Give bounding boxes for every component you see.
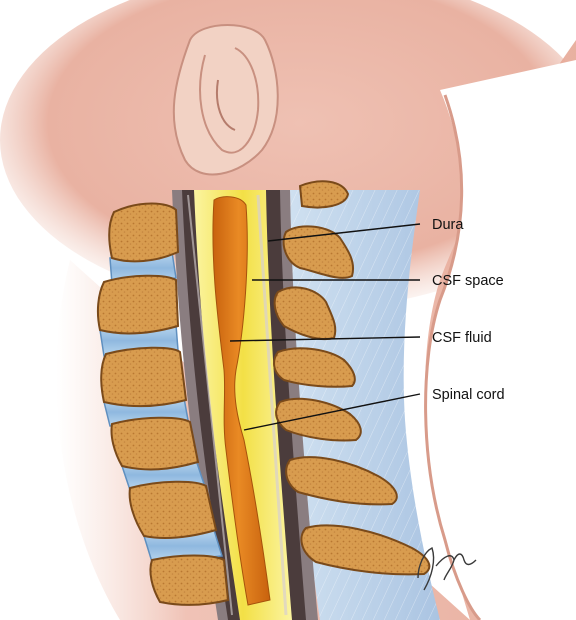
spinous-process (300, 524, 431, 576)
vertebral-column (96, 202, 230, 606)
labels: Dura CSF space CSF fluid Spinal cord (432, 217, 505, 403)
label-csf-space: CSF space (432, 273, 504, 289)
leader-line-spinal-cord (243, 393, 421, 431)
vertebral-body (110, 416, 200, 471)
spinous-process (282, 225, 354, 279)
label-spinal-cord: Spinal cord (432, 387, 505, 403)
spinous-process (285, 456, 398, 506)
label-leaders (229, 223, 421, 431)
label-csf-fluid: CSF fluid (432, 330, 492, 346)
label-dura: Dura (432, 217, 464, 233)
spinous-process (273, 286, 337, 340)
vertebral-body (96, 274, 180, 335)
leader-line-csf-fluid (229, 336, 421, 342)
spinous-process (298, 180, 350, 209)
vertebral-body (108, 202, 180, 263)
vertebral-body (128, 480, 218, 539)
leader-line-dura (267, 223, 421, 242)
spinous-process (273, 347, 356, 388)
spinous-processes (273, 180, 431, 576)
artist-signature-icon (417, 547, 477, 591)
vertebral-body (149, 554, 230, 606)
ear (172, 24, 279, 176)
spinal-cord-shape (212, 196, 271, 606)
vertebral-body (100, 346, 188, 408)
